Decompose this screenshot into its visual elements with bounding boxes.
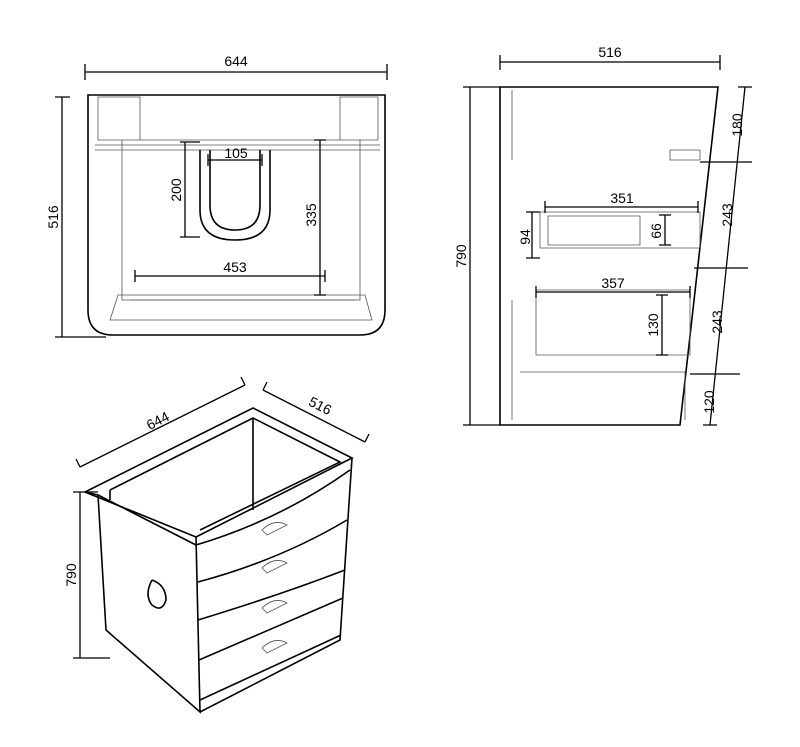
dim-iso-height: 790 — [63, 563, 79, 587]
side-view: 516 790 180 243 243 120 351 94 66 357 13… — [453, 44, 752, 426]
dim-siphon-height: 200 — [168, 178, 184, 202]
dim-siphon-width: 105 — [224, 145, 248, 161]
dim-seg4: 120 — [701, 390, 717, 414]
dim-drawer2-depth: 357 — [601, 275, 625, 291]
dim-seg2: 243 — [719, 203, 735, 227]
dim-drawer1-inner: 66 — [648, 223, 664, 239]
iso-view: 644 516 790 — [63, 376, 370, 714]
dim-side-height: 790 — [453, 244, 469, 268]
dim-top-width: 644 — [224, 53, 248, 69]
top-view: 644 516 105 200 335 453 — [45, 53, 388, 338]
dim-top-depth: 516 — [45, 205, 61, 229]
dim-drawer1-depth: 351 — [610, 190, 634, 206]
dim-iso-width: 644 — [144, 408, 172, 433]
dim-drawer1-outer: 94 — [517, 229, 533, 245]
dim-drawer2-height: 130 — [645, 313, 661, 337]
dim-seg1: 180 — [729, 113, 745, 137]
dim-side-depth: 516 — [598, 44, 622, 60]
dim-inner-height: 335 — [303, 203, 319, 227]
dim-seg3: 243 — [709, 310, 725, 334]
dim-inner-width: 453 — [223, 259, 247, 275]
